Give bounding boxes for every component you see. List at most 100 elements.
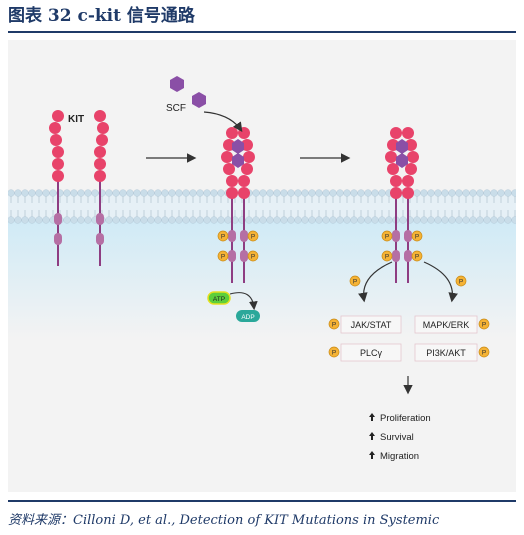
- phosphate-label: P: [332, 321, 336, 328]
- lipid-head: [273, 189, 281, 197]
- lipid-head: [35, 189, 43, 197]
- lipid-head: [35, 216, 43, 224]
- lipid-head: [504, 216, 512, 224]
- phosphate-icon: P: [328, 318, 340, 330]
- lipid-head: [119, 189, 127, 197]
- scf-label: SCF: [166, 103, 186, 114]
- lipid-head: [483, 216, 491, 224]
- kinase-domain: [228, 230, 236, 242]
- outcome-label: Migration: [380, 451, 419, 462]
- lipid-head: [203, 189, 211, 197]
- phosphate-icon: P: [381, 250, 393, 262]
- lipid-head: [364, 216, 372, 224]
- kit-monomer: [402, 127, 419, 283]
- kit-monomer: [49, 110, 64, 266]
- lipid-head: [427, 189, 435, 197]
- lipid-head: [308, 189, 316, 197]
- phosphate-icon: P: [247, 230, 259, 242]
- pathway-pi3k-akt: PI3K/AKT: [414, 343, 478, 362]
- lipid-head: [252, 189, 260, 197]
- lipid-head: [189, 189, 197, 197]
- lipid-head: [364, 189, 372, 197]
- kinase-domain: [228, 250, 236, 262]
- adp-label: ADP: [241, 314, 254, 321]
- phosphate-circle: [455, 275, 467, 287]
- ig-domain: [390, 187, 402, 199]
- phosphate-label: P: [332, 349, 336, 356]
- ig-domain: [52, 158, 64, 170]
- lipid-head: [343, 216, 351, 224]
- kinase-domain: [392, 250, 400, 262]
- lipid-head: [497, 189, 505, 197]
- pathway-jak-stat: JAK/STAT: [340, 315, 402, 334]
- lipid-head: [455, 189, 463, 197]
- atp-label: ATP: [213, 296, 225, 303]
- lipid-head: [301, 189, 309, 197]
- phosphate-label: P: [385, 233, 389, 240]
- lipid-head: [259, 216, 267, 224]
- phosphate-circle: [381, 230, 393, 242]
- phosphate-icon: P: [478, 318, 490, 330]
- lipid-head: [70, 216, 78, 224]
- lipid-head: [490, 216, 498, 224]
- lipid-head: [455, 216, 463, 224]
- cell-membrane: [7, 189, 519, 224]
- lipid-head: [469, 216, 477, 224]
- lipid-head: [42, 216, 50, 224]
- lipid-head: [490, 189, 498, 197]
- phosphate-circle: [381, 250, 393, 262]
- lipid-head: [378, 216, 386, 224]
- ig-domain: [385, 151, 397, 163]
- lipid-head: [140, 189, 148, 197]
- phosphate-circle: [411, 250, 423, 262]
- lipid-head: [196, 216, 204, 224]
- ig-domain: [52, 146, 64, 158]
- phosphate-icon: P: [217, 250, 229, 262]
- ig-domain: [94, 146, 106, 158]
- scf-bound-icon: [232, 139, 244, 154]
- scf-ligand-icon: [192, 92, 206, 108]
- lipid-head: [147, 216, 155, 224]
- ig-domain: [387, 163, 399, 175]
- lipid-head: [105, 189, 113, 197]
- phosphate-label: P: [459, 278, 463, 285]
- ig-domain: [221, 151, 233, 163]
- lipid-head: [175, 189, 183, 197]
- lipid-head: [182, 216, 190, 224]
- phosphate-icon: P: [247, 250, 259, 262]
- pathway-label: PI3K/AKT: [426, 348, 466, 358]
- scf-ligand-icon: [170, 76, 184, 92]
- pathway-label: PLCγ: [360, 348, 383, 358]
- lipid-head: [210, 216, 218, 224]
- lipid-head: [371, 216, 379, 224]
- lipid-head: [385, 216, 393, 224]
- lipid-head: [196, 189, 204, 197]
- figure-source: 资料来源：Cilloni D, et al., Detection of KIT…: [8, 513, 440, 528]
- phosphate-circle: [478, 318, 490, 330]
- adp-badge: ADP: [236, 310, 260, 322]
- pathway-mapk-erk: MAPK/ERK: [414, 315, 478, 334]
- lipid-head: [252, 216, 260, 224]
- outcome-migration: Migration: [369, 451, 419, 462]
- up-arrow-icon: [369, 413, 375, 421]
- lipid-head: [210, 189, 218, 197]
- lipid-head: [413, 216, 421, 224]
- lipid-head: [336, 216, 344, 224]
- phosphate-circle: [349, 275, 361, 287]
- lipid-head: [49, 189, 57, 197]
- lipid-head: [483, 189, 491, 197]
- kinase-domain: [54, 233, 62, 245]
- lipid-head: [14, 216, 22, 224]
- lipid-head: [441, 189, 449, 197]
- lipid-head: [378, 189, 386, 197]
- ig-domain: [390, 127, 402, 139]
- lipid-head: [294, 216, 302, 224]
- phosphate-label: P: [482, 321, 486, 328]
- ig-domain: [238, 175, 250, 187]
- lipid-head: [224, 216, 232, 224]
- phosphate-icon: P: [381, 230, 393, 242]
- lipid-head: [77, 216, 85, 224]
- phosphate-label: P: [385, 253, 389, 260]
- phosphate-circle: [247, 250, 259, 262]
- lipid-head: [343, 189, 351, 197]
